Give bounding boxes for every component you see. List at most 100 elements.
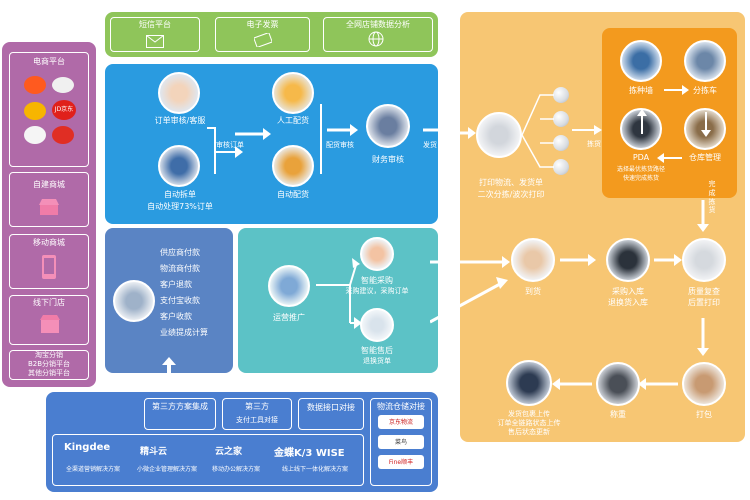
smart-purchase-photo [360,237,394,271]
payment-tools-box[interactable] [222,398,292,430]
to-pack-arrow [697,318,709,356]
smart-purchase-sub: 采购建议，采购订单 [345,287,409,295]
cainiao-logo[interactable] [378,435,424,449]
k3wise-logo[interactable]: 金蝶K/3 WISE [274,448,345,459]
audit-order-label: 审核订单 [216,141,244,149]
finance-audit-photo [366,104,410,148]
globe-icon [368,31,384,51]
print-label: 打印物流、发货单 [479,178,543,187]
payment-tools-label: 第三方 [245,402,269,411]
dot-3 [553,135,569,151]
data-analysis-label: 全网店铺数据分析 [346,20,410,29]
third-party-integration-box[interactable] [144,398,216,430]
kingdee-logo[interactable]: Kingdee [64,442,111,453]
auto-process-label: 自动处理73%订单 [147,202,213,211]
platform-logo-vip[interactable] [52,77,74,93]
arrival-arrow [560,254,596,266]
jd-logistics-logo[interactable] [378,415,424,429]
data-interface-box[interactable] [298,398,364,430]
distribution-line-2: B2B分销平台 [27,360,71,368]
distribution-box[interactable] [9,350,89,380]
auto-split-label: 自动拆单 [164,190,196,199]
blue-panel-connectors [207,104,448,174]
platform-box [9,52,89,167]
send-arrow [440,127,476,139]
mobile-store-icon [40,254,58,280]
done-pick-arrow [697,200,709,232]
dot-4 [553,159,569,175]
ship-desc-2: 订单全链路状态上传 [497,419,561,427]
smart-purchase-label: 智能采购 [361,276,393,285]
pda-desc-1: 选择最优拣货路径 [616,166,665,173]
yunzhijia-desc: 移动办公解决方案 [211,466,260,473]
platform-logo-pdd[interactable] [52,126,74,144]
sort-cart-photo [684,40,726,82]
data-analysis-box[interactable] [323,17,433,52]
purchase-in-label: 采购入库 [612,287,644,296]
self-mall-box[interactable] [9,172,89,227]
scanner-to-quality-arrow [654,254,682,266]
platform-logo-jd[interactable] [52,100,76,120]
mobile-mall-box[interactable] [9,234,89,289]
finance-item: 客户退款 [160,280,192,289]
jd-logistics-logo-text: 京东物流 [388,419,413,426]
logistics-box[interactable] [370,398,432,486]
auto-match-photo [272,145,314,187]
calculator-photo [113,280,155,322]
truck-photo [506,360,552,406]
sms-platform-label: 短信平台 [139,20,171,29]
auto-match-label: 自动配货 [277,190,309,199]
pda-label: PDA [632,153,650,162]
warehouse-mgmt-label: 仓库管理 [689,153,721,162]
platform-logo-suning[interactable] [24,102,46,120]
jingdouyun-logo[interactable]: 精斗云 [140,447,168,457]
logistics-label: 物流仓储对接 [377,402,425,411]
yunzhijia-logo[interactable]: 云之家 [215,447,243,457]
pack-photo [682,362,726,406]
ops-label: 运营推广 [273,313,305,322]
data-interface-label: 数据接口对接 [307,403,355,412]
arrival-label: 到货 [525,287,541,296]
third-party-integration-label: 第三方方案集成 [152,402,208,411]
pick-label: 拣货 [587,140,601,148]
return-in-label: 退换货入库 [608,298,648,307]
e-invoice-label: 电子发票 [246,20,279,29]
ecommerce-panel: 电商平台 JD京东 自建商城 移动商城 线下门店 淘宝分销 B2B分销平台 其他… [2,42,96,387]
e-invoice-box[interactable] [215,17,310,52]
offline-store-box[interactable] [9,295,89,345]
smart-aftersale-photo [360,308,394,342]
finance-item: 客户收款 [160,312,192,321]
finance-up-arrow [162,357,176,377]
distribution-line-3: 其他分销平台 [28,369,70,377]
to-ship-arrow [552,378,592,390]
platform-logo-jd-label: JD京东 [54,106,74,113]
print-dots-connector [521,94,602,168]
pack-label: 打包 [696,410,712,419]
to-weigh-arrow [638,378,678,390]
quality-check-photo [682,238,726,282]
operations-panel [238,228,438,373]
printer-photo [476,112,522,158]
mail-icon [146,33,164,52]
vendors-box [52,434,364,486]
manual-match-label: 人工配货 [277,116,309,125]
jingdouyun-desc: 小微企业管理解决方案 [136,466,197,473]
pda-desc-2: 快速完成拣货 [622,175,659,182]
order-review-label: 订单审核/客服 [154,116,206,125]
platform-logo-amazon[interactable] [24,126,46,144]
sms-platform-box[interactable] [110,17,200,52]
match-audit-label: 配货审核 [326,141,354,149]
sf-logo-text: Fine顺丰 [388,459,414,466]
finance-list: 供应商付款 物流商付款 客户退款 支付宝收款 客户收款 业绩提成计算 [160,248,208,338]
dot-2 [553,111,569,127]
manual-match-photo [272,72,314,114]
platform-logo-taobao[interactable] [24,76,46,94]
sf-logo[interactable] [378,455,424,469]
top-services-bar [105,12,438,57]
self-mall-label: 自建商城 [33,180,65,189]
finance-item: 业绩提成计算 [160,328,208,337]
kingdee-desc: 全渠道营销解决方案 [65,466,120,473]
mobile-mall-label: 移动商城 [33,238,65,247]
weigh-label: 称重 [610,410,626,419]
ops-photo [268,265,310,307]
